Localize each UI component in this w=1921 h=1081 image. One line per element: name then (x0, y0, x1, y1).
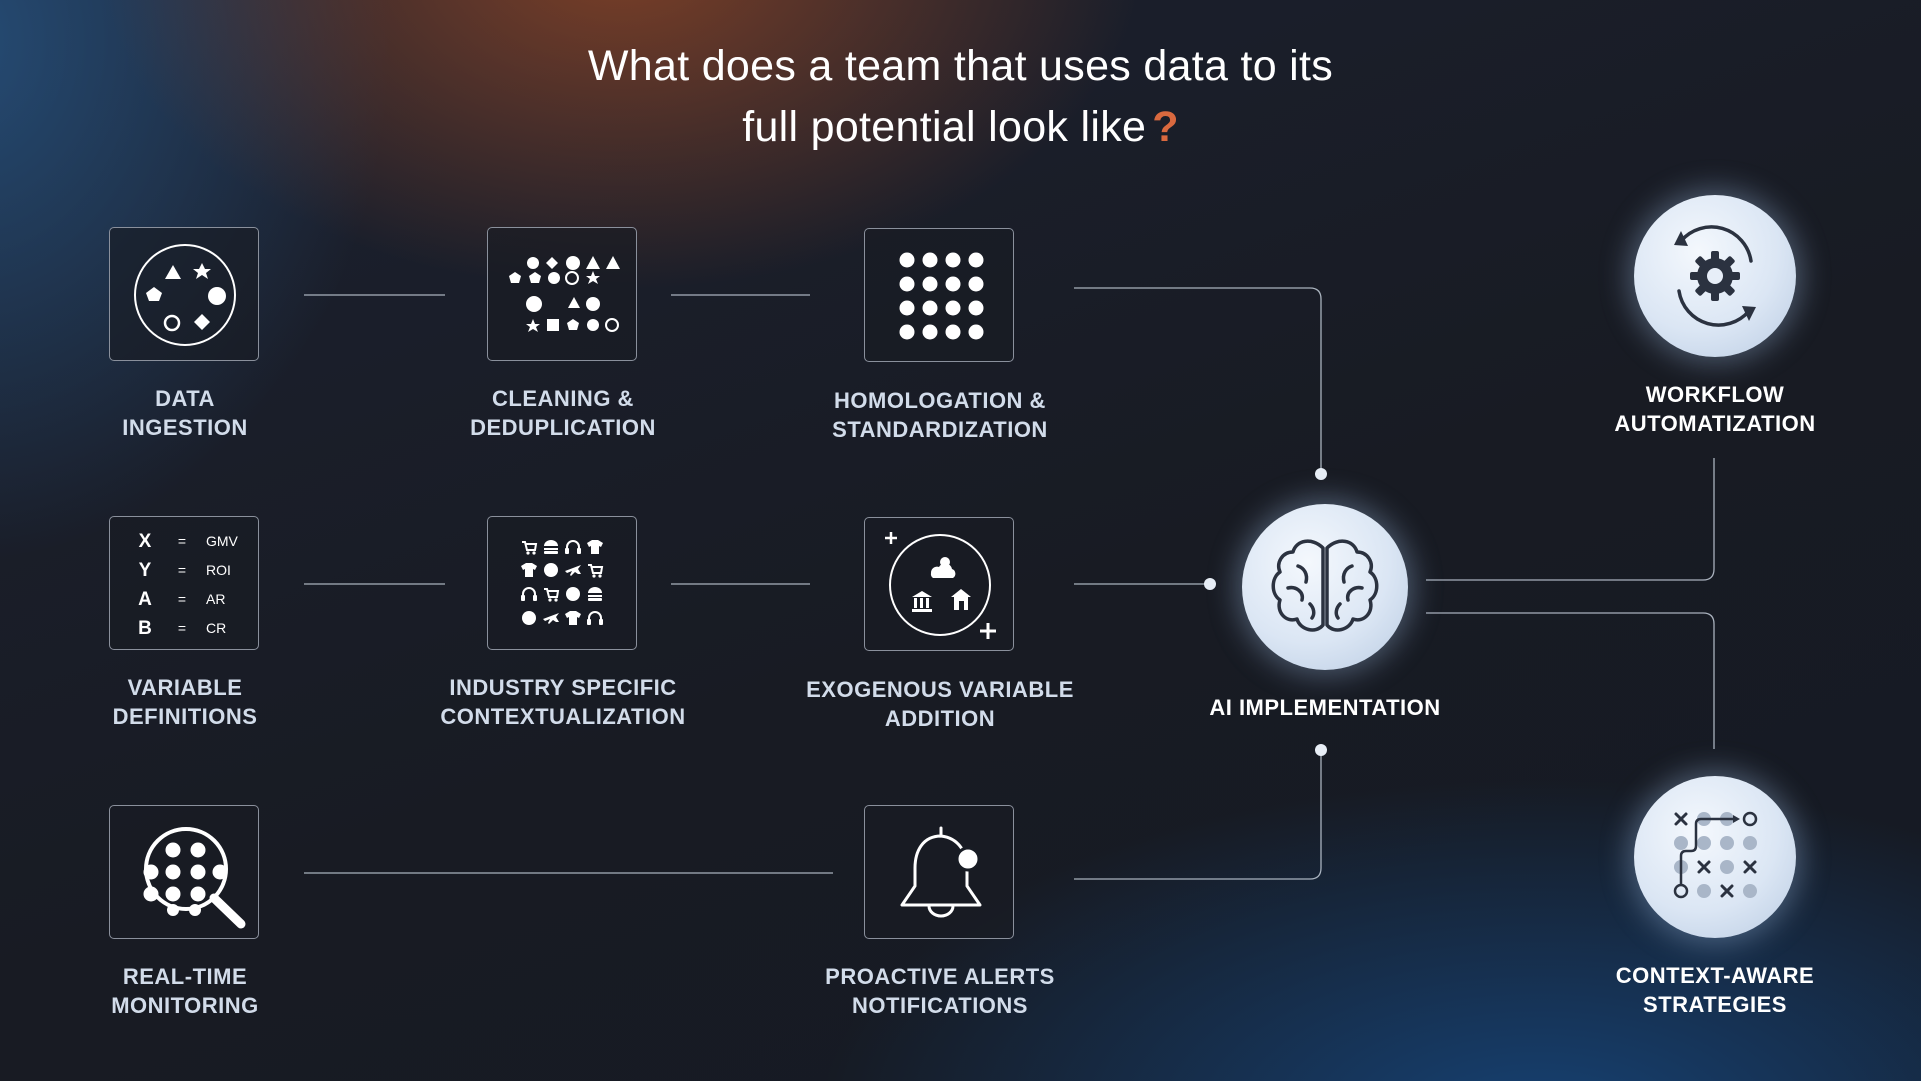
magnifier-dots-icon (143, 827, 246, 929)
connector-ai-context (1426, 612, 1715, 749)
context-label: CONTEXT-AWARE STRATEGIES (1615, 963, 1815, 1017)
cleaning-label: CLEANING & DEDUPLICATION (470, 386, 656, 440)
var-row-1-var: Y (139, 560, 152, 581)
exogenous-card (864, 517, 1014, 651)
var-row-3-val: CR (206, 620, 226, 636)
var-row-3-eq: = (178, 620, 186, 636)
ai-implementation-label: AI IMPLEMENTATION (1209, 695, 1441, 720)
var-row-1-eq: = (178, 562, 186, 578)
brain-icon (1271, 539, 1379, 632)
connector-homologation-ai (1074, 287, 1322, 472)
external-factors-icon (885, 532, 996, 639)
gear-cycle-icon (1674, 225, 1756, 327)
data-ingestion-label: DATA INGESTION (122, 386, 248, 440)
connector-dot-left (1204, 578, 1216, 590)
var-row-0-val: GMV (206, 533, 239, 549)
var-row-0-var: X (139, 531, 152, 552)
context-node (1634, 776, 1796, 938)
alerts-card (864, 805, 1014, 939)
homologation-label: HOMOLOGATION & STANDARDIZATION (832, 388, 1048, 442)
industry-label: INDUSTRY SPECIFIC CONTEXTUALIZATION (440, 675, 686, 729)
realtime-card (109, 805, 259, 939)
var-row-3-var: B (138, 618, 152, 639)
var-row-1-val: ROI (206, 562, 231, 578)
title-line-1: What does a team that uses data to its (587, 42, 1334, 90)
shapes-in-circle-icon (134, 244, 236, 346)
product-icons-grid-icon (521, 540, 604, 625)
homologation-card (864, 228, 1014, 362)
industry-card (487, 516, 637, 650)
var-row-2-val: AR (206, 591, 225, 607)
variable-definitions-card: X = GMV Y = ROI A = AR B = CR (109, 516, 259, 650)
connector-dot-bottom (1315, 744, 1327, 756)
realtime-label: REAL-TIME MONITORING (111, 964, 259, 1018)
workflow-node (1634, 195, 1796, 357)
variable-table-icon: X = GMV Y = ROI A = AR B = CR (138, 531, 239, 639)
var-row-2-var: A (138, 589, 152, 610)
bell-icon (900, 826, 982, 918)
connector-alerts-ai (1074, 751, 1322, 880)
title-line-2: full potential look like? (0, 97, 1921, 158)
title-line-2-text: full potential look like (742, 103, 1147, 151)
connector-ai-workflow (1426, 458, 1715, 581)
variable-definitions-label: VARIABLE DEFINITIONS (112, 675, 258, 729)
question-mark: ? (1152, 103, 1179, 151)
exogenous-label: EXOGENOUS VARIABLE ADDITION (806, 677, 1074, 731)
dot-grid-icon (899, 252, 984, 340)
workflow-label: WORKFLOW AUTOMATIZATION (1614, 382, 1816, 436)
page-title: What does a team that uses data to its f… (0, 36, 1921, 158)
connector-dot-top (1315, 468, 1327, 480)
data-ingestion-card (109, 227, 259, 361)
strategy-play-icon (1673, 811, 1758, 899)
var-row-0-eq: = (178, 533, 186, 549)
var-row-2-eq: = (178, 591, 186, 607)
mixed-shapes-grid-icon (509, 256, 620, 332)
alerts-label: PROACTIVE ALERTS NOTIFICATIONS (825, 964, 1055, 1018)
cleaning-card (487, 227, 637, 361)
ai-implementation-node (1242, 504, 1408, 670)
